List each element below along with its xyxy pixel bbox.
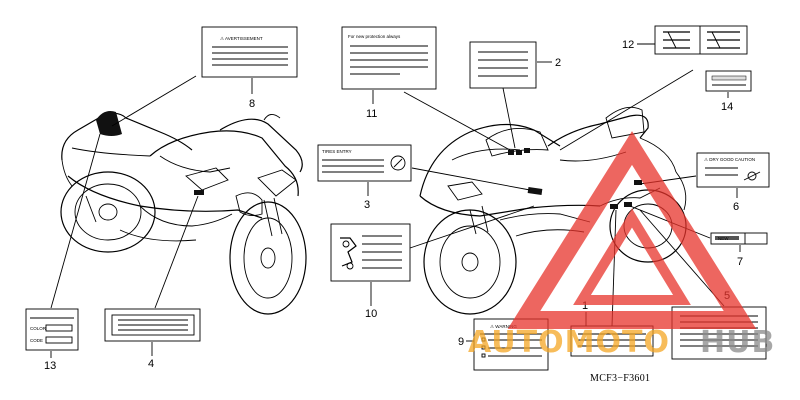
callout-2: 2 [555, 57, 561, 69]
warning-text: ⚠ WARNING [490, 324, 517, 329]
watermark-automoto-text: AUTOMOTO [468, 325, 670, 360]
callout-1: 1 [582, 300, 588, 312]
leader-lines [50, 43, 741, 358]
label-plate-1 [570, 325, 654, 357]
callout-7: 7 [737, 256, 743, 268]
callout-9: 9 [458, 336, 464, 348]
watermark-hub-text: HUB [700, 325, 775, 360]
callout-14: 14 [721, 101, 733, 113]
label-plate-8: ⚠ AVERTISSEMENT [201, 26, 298, 78]
protection-text: For new protection always [348, 34, 401, 39]
color-text: COLOR [30, 326, 47, 331]
callout-12: 12 [622, 39, 634, 51]
avertissement-text: ⚠ AVERTISSEMENT [220, 36, 263, 41]
label-plate-13: COLOR CODE [25, 308, 79, 351]
tire-info-text: TIRES ENTRY [322, 149, 352, 154]
label-plate-3: TIRES ENTRY [317, 144, 412, 182]
label-plate-6: ⚠ DRY GOOD CAUTION [696, 152, 770, 188]
callout-11: 11 [366, 108, 377, 120]
callout-10: 10 [365, 308, 377, 320]
watermark-logo: AUTOMOTO HUB [468, 131, 775, 360]
label7-text: NEW [718, 236, 729, 241]
callout-4: 4 [148, 358, 154, 370]
caution-text: ⚠ DRY GOOD CAUTION [704, 157, 755, 162]
code-text: CODE [30, 338, 43, 343]
callout-6: 6 [733, 201, 739, 213]
diagram-code: MCF3−F3601 [590, 373, 650, 384]
label-plate-7: NEW [710, 232, 768, 245]
label-plate-12 [654, 25, 748, 55]
label-plate-11: For new protection always [341, 26, 437, 90]
motorcycle-left [60, 111, 307, 315]
callout-13: 13 [44, 360, 56, 372]
callout-3: 3 [364, 199, 370, 211]
label-plate-10 [330, 223, 411, 282]
label-plate-4 [104, 308, 201, 342]
label-plate-14 [705, 70, 752, 92]
callout-8: 8 [249, 98, 255, 110]
label-plate-2 [469, 41, 537, 89]
